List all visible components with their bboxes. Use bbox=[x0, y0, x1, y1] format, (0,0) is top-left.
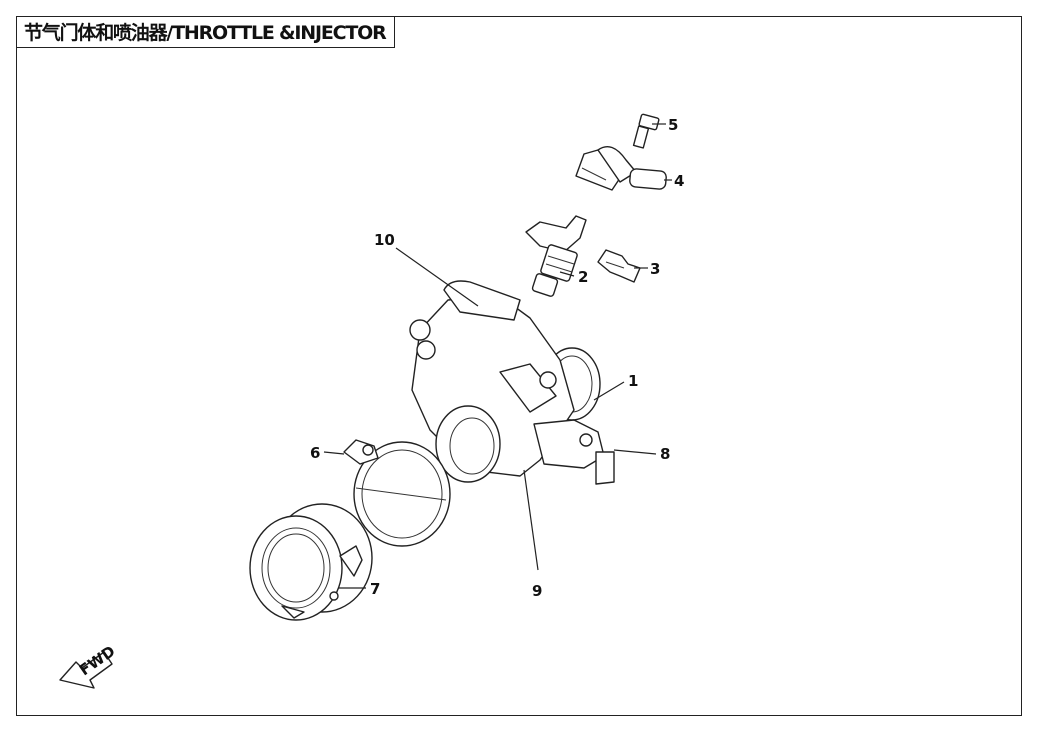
injector-clip-part[interactable] bbox=[597, 249, 641, 283]
callout-8: 8 bbox=[660, 445, 670, 463]
callout-5: 5 bbox=[668, 116, 678, 134]
callout-9: 9 bbox=[532, 582, 542, 600]
diagram-title: 节气门体和喷油器/THROTTLE &INJECTOR bbox=[16, 16, 395, 48]
throttle-body-part[interactable] bbox=[409, 280, 615, 485]
clamp-part[interactable] bbox=[343, 439, 451, 547]
diagram-frame bbox=[16, 16, 1022, 716]
callout-4: 4 bbox=[674, 172, 684, 190]
callout-1: 1 bbox=[628, 372, 638, 390]
injector-part[interactable] bbox=[525, 215, 587, 297]
callout-2: 2 bbox=[578, 268, 588, 286]
callout-6: 6 bbox=[310, 444, 320, 462]
callout-7: 7 bbox=[370, 580, 380, 598]
bolt-part[interactable] bbox=[632, 113, 660, 149]
callout-10: 10 bbox=[374, 231, 395, 249]
leader-lines bbox=[323, 123, 672, 589]
intake-boot-part[interactable] bbox=[249, 503, 373, 621]
fuel-connector-part[interactable] bbox=[575, 146, 667, 191]
fwd-arrow-icon: FWD bbox=[59, 642, 118, 689]
callout-3: 3 bbox=[650, 260, 660, 278]
